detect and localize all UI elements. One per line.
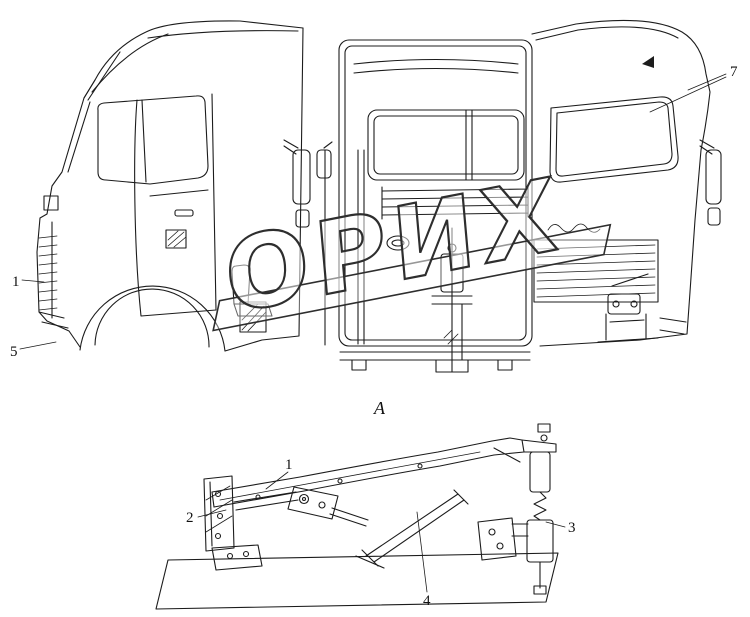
left-mirror [283, 139, 311, 228]
mid-gap-panel [316, 141, 333, 346]
top-leader-lines [19, 73, 727, 350]
callout-5: 5 [10, 344, 18, 360]
rear-window-inner [373, 115, 519, 175]
callout-3: 3 [568, 520, 576, 536]
callout-1-detail: 1 [285, 457, 293, 473]
hatched-panel [165, 229, 187, 249]
window-divider [141, 99, 147, 183]
door-handle [174, 209, 194, 217]
roof-inner-line [147, 30, 299, 39]
frame-beam [211, 437, 525, 508]
callout-4: 4 [423, 593, 431, 609]
driver-seat [231, 264, 273, 317]
right-mirror [699, 139, 722, 226]
corner-lines [357, 149, 365, 345]
callout-7: 7 [730, 64, 738, 80]
right-window-inner [555, 101, 673, 177]
roof-marker-triangle [642, 56, 654, 68]
ground-plate [155, 552, 559, 610]
callout-2: 2 [186, 510, 194, 526]
lower-body-line [224, 27, 304, 352]
roof-curves [353, 58, 519, 74]
rear-window [367, 109, 525, 181]
wheel-arch-inner [94, 288, 210, 348]
grille [38, 195, 69, 329]
right-cab-side-view [531, 19, 722, 347]
rear-ribs [381, 184, 529, 220]
windshield-lines [67, 51, 121, 173]
foot-left [351, 359, 367, 371]
detail-leader-lines [197, 471, 566, 593]
rear-outline-inner [344, 45, 527, 341]
handle-recess [386, 235, 410, 251]
right-outline [531, 19, 711, 347]
callout-1-top: 1 [12, 274, 20, 290]
torsion-lever [233, 486, 369, 527]
visor-line [91, 33, 169, 93]
watermark-text: ОРИХ [220, 155, 567, 337]
cab-mount-detail-view [155, 423, 566, 610]
side-bracket [477, 447, 529, 561]
latch-shock-assembly [521, 423, 557, 595]
tilt-pump [597, 273, 659, 343]
right-window [549, 96, 679, 183]
right-step [659, 317, 687, 335]
louver-panel [533, 239, 659, 303]
side-window [97, 95, 209, 185]
watermark-band [212, 223, 612, 332]
underframe [339, 351, 531, 361]
section-label-a: А [373, 398, 386, 418]
rear-outline [338, 39, 533, 347]
logo-script [547, 223, 601, 233]
foot-right [497, 359, 513, 371]
watermark: ОРИХ [212, 154, 612, 338]
front-mount-bracket [203, 475, 263, 571]
rear-window-divider [465, 109, 473, 181]
left-cab-side-view [36, 20, 311, 352]
rear-view-mirror [316, 149, 332, 179]
cab-rear-view [338, 39, 533, 373]
cab-outline [36, 20, 304, 348]
cab-assembly-views [19, 19, 727, 373]
handle-recess-inner [391, 239, 405, 247]
right-roof-inner [535, 26, 679, 41]
door-seams [134, 93, 217, 317]
